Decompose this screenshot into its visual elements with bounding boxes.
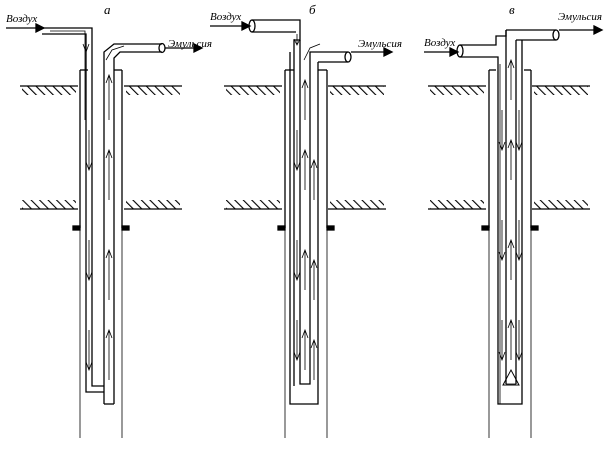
- flow-arrows: [498, 58, 523, 362]
- casing-pipe: [277, 69, 335, 438]
- panel-b: б Воздух Эмульсия: [210, 2, 402, 438]
- casing-pipe: [481, 69, 539, 438]
- ground-surface: [224, 85, 386, 95]
- air-label: Воздух: [210, 11, 241, 23]
- aquifer-layer: [224, 200, 386, 210]
- air-pipe: [6, 22, 104, 393]
- aquifer-layer: [428, 200, 590, 210]
- lift-pipe: [103, 42, 204, 405]
- lift-pipe: [289, 40, 394, 405]
- air-label: Воздух: [6, 13, 37, 25]
- panel-v: в Воздух Эмульсия: [424, 2, 604, 438]
- ground-surface: [428, 85, 590, 95]
- emulsion-label: Эмульсия: [358, 38, 402, 50]
- flow-arrows: [85, 73, 113, 380]
- lift-pipe: [502, 24, 604, 386]
- panel-letter: б: [309, 2, 316, 17]
- aquifer-layer: [20, 200, 182, 210]
- air-label: Воздух: [424, 37, 455, 49]
- casing-pipe: [72, 69, 130, 438]
- panel-letter: в: [509, 2, 515, 17]
- emulsion-label: Эмульсия: [558, 11, 602, 23]
- air-pipe: [424, 30, 523, 405]
- panel-a: а Воздух Эмульсия: [6, 2, 212, 438]
- flow-arrows: [293, 78, 318, 380]
- panel-letter: а: [104, 2, 111, 17]
- ground-surface: [20, 85, 182, 95]
